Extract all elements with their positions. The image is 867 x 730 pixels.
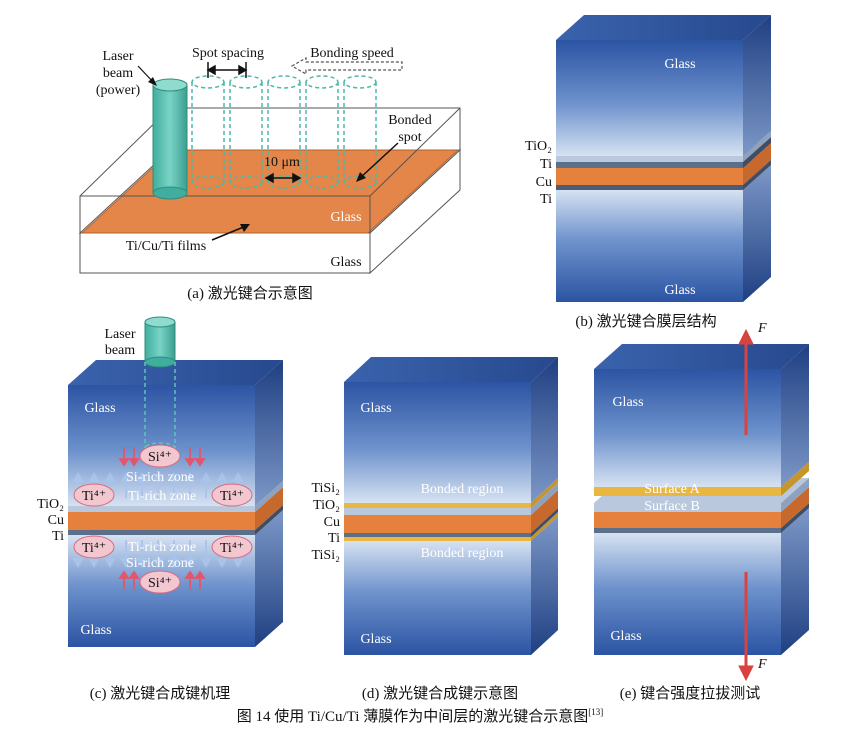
- glass-top-label-c: Glass: [84, 401, 115, 416]
- layer-label-b-1: Ti: [540, 157, 552, 172]
- glass-top-label-b: Glass: [664, 57, 695, 72]
- ti-ion-bottom-left: Ti⁴⁺: [82, 541, 106, 556]
- glass-box-side-face: [369, 148, 461, 275]
- si-ion-bottom: Si⁴⁺: [148, 576, 172, 591]
- force-label-top: F: [757, 321, 767, 336]
- figure-caption: 图 14 使用 Ti/Cu/Ti 薄膜作为中间层的激光键合示意图[13]: [237, 707, 603, 725]
- layer-label-c-0: TiO₂: [37, 497, 64, 512]
- figure-caption-text: 图 14 使用 Ti/Cu/Ti 薄膜作为中间层的激光键合示意图: [237, 707, 588, 725]
- layer-label-c-2: Ti: [52, 529, 64, 544]
- glass-bottom-label-a: Glass: [330, 255, 361, 270]
- layer-label-d-3: Ti: [328, 531, 340, 546]
- bonding-speed-arrow: [290, 56, 403, 76]
- figure-reference: [13]: [588, 707, 603, 717]
- caption-d: (d) 激光键合成键示意图: [362, 684, 518, 702]
- glass-bottom-label-b: Glass: [664, 283, 695, 298]
- laser-beam-cylinder: [152, 78, 188, 200]
- layer-label-b-0: TiO₂: [525, 139, 552, 154]
- bonded-spot-label-1: Bonded: [388, 113, 432, 128]
- bonded-region-bottom: Bonded region: [421, 546, 504, 561]
- bonding-speed-label: Bonding speed: [310, 46, 394, 61]
- si-ion-top: Si⁴⁺: [148, 450, 172, 465]
- surface-b-label: Surface B: [644, 499, 700, 514]
- bonded-spot-pointer: [359, 142, 399, 179]
- laser-beam-label-1: Laser: [102, 49, 133, 64]
- layer-label-d-2: Cu: [324, 515, 340, 530]
- layer-label-b-2: Cu: [536, 175, 552, 190]
- dashed-laser-spots: [191, 75, 377, 189]
- ti-ion-bottom-right: Ti⁴⁺: [220, 541, 244, 556]
- layer-label-c-1: Cu: [48, 513, 64, 528]
- top-glass-top-face: [556, 15, 771, 40]
- glass-bottom-label-d: Glass: [360, 632, 391, 647]
- ti-ion-top-right: Ti⁴⁺: [220, 489, 244, 504]
- top-glass-front: [556, 40, 743, 156]
- spot-spacing-label: Spot spacing: [192, 46, 264, 61]
- surface-a-layer: [594, 487, 781, 496]
- caption-b: (b) 激光键合膜层结构: [575, 313, 716, 330]
- laser-beam-c: [144, 316, 176, 454]
- dimension-arrow: [264, 172, 302, 184]
- laser-beam-label-3: (power): [96, 83, 141, 98]
- si-rich-top: Si-rich zone: [126, 470, 194, 485]
- layer-label-d-0: TiSi₂: [311, 481, 340, 496]
- layer-label-d-1: TiO₂: [313, 498, 340, 513]
- spot-spacing-arrow: [206, 62, 248, 78]
- ti-rich-top: Ti-rich zone: [128, 489, 196, 504]
- si-rich-bottom: Si-rich zone: [126, 556, 194, 571]
- caption-e: (e) 键合强度拉拔测试: [620, 685, 760, 702]
- glass-box-front-face: [79, 232, 371, 274]
- caption-a: (a) 激光键合示意图: [187, 284, 312, 302]
- panel-e-pull-test: F F Glass Surface A Surface B Glass (e) …: [594, 321, 809, 702]
- laser-beam-label-2: beam: [103, 66, 133, 81]
- surface-a-label: Surface A: [644, 482, 700, 497]
- ti-ion-top-left: Ti⁴⁺: [82, 489, 106, 504]
- panel-c-mechanism: Si⁴⁺ Ti⁴⁺ Ti⁴⁺ Ti⁴⁺ Ti⁴⁺ Si⁴⁺ Laser beam…: [37, 316, 283, 702]
- laser-label-c-2: beam: [105, 343, 135, 358]
- glass-top-label-d: Glass: [360, 401, 391, 416]
- ion-bubbles: [73, 444, 253, 594]
- force-arrows: [738, 328, 754, 682]
- layer-label-d-4: TiSi₂: [311, 548, 340, 563]
- panel-d-bonding: Glass Bonded region Bonded region Glass …: [311, 357, 558, 702]
- films-label: Ti/Cu/Ti films: [126, 239, 206, 254]
- force-label-bottom: F: [757, 657, 767, 672]
- layer-label-b-3: Ti: [540, 192, 552, 207]
- glass-top-label-a: Glass: [330, 210, 361, 225]
- dimension-label: 10 μm: [264, 155, 300, 170]
- films-pointer: [211, 225, 247, 241]
- bonded-region-top: Bonded region: [421, 482, 504, 497]
- glass-bottom-label-c: Glass: [80, 623, 111, 638]
- panel-a-schematic: Laser beam (power) Spot spacing Bonding …: [78, 46, 462, 302]
- bonded-spot-label-2: spot: [398, 130, 421, 145]
- caption-c: (c) 激光键合成键机理: [90, 685, 230, 702]
- glass-top-label-e: Glass: [612, 395, 643, 410]
- panel-b-layer-structure: Glass Glass TiO₂ Ti Cu Ti (b) 激光键合膜层结构: [525, 15, 771, 330]
- glass-bottom-label-e: Glass: [610, 629, 641, 644]
- laser-label-c-1: Laser: [104, 327, 135, 342]
- ti-rich-bottom: Ti-rich zone: [128, 540, 196, 555]
